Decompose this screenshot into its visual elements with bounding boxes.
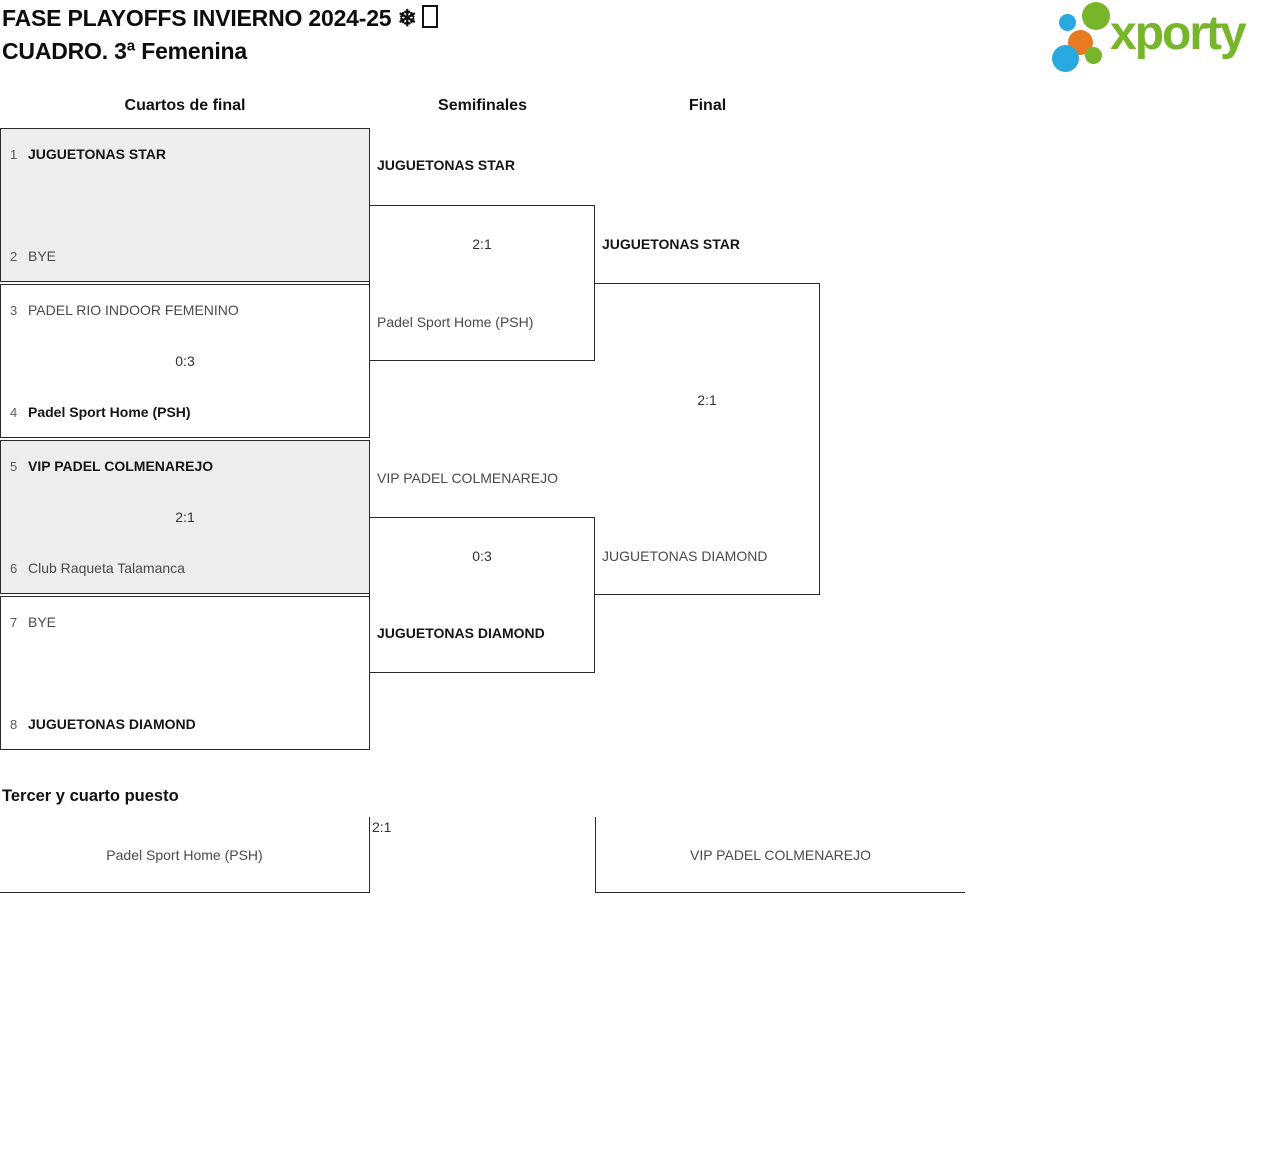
- team-name: VIP PADEL COLMENAREJO: [689, 846, 871, 863]
- team-name: Padel Sport Home (PSH): [106, 846, 263, 863]
- column-header-semifinales: Semifinales: [438, 97, 527, 114]
- logo-dot-green-large: [1082, 2, 1110, 30]
- final-match-box: [594, 283, 820, 595]
- seed-number: 7: [10, 614, 18, 630]
- logo-dot-blue-large: [1052, 45, 1079, 72]
- xporty-logo: xporty: [1048, 0, 1273, 78]
- team-entry: 4 Padel Sport Home (PSH): [1, 404, 369, 420]
- logo-wordmark: xporty: [1110, 7, 1247, 60]
- team-entry: 8 JUGUETONAS DIAMOND: [1, 716, 369, 732]
- title-line-2: CUADRO. 3ª Femenina: [2, 38, 247, 64]
- sf1-score: 2:1: [472, 236, 492, 252]
- sf2-score: 0:3: [472, 548, 492, 564]
- team-name: JUGUETONAS DIAMOND: [28, 716, 196, 732]
- seed-number: 4: [10, 404, 18, 420]
- quarterfinal-match-2: 3 PADEL RIO INDOOR FEMENINO 0:3 4 Padel …: [0, 284, 370, 438]
- sf1-team1-name: JUGUETONAS STAR: [377, 157, 515, 173]
- team-name: BYE: [28, 248, 57, 264]
- third-place-heading: Tercer y cuarto puesto: [2, 787, 179, 805]
- team-entry: 1 JUGUETONAS STAR: [1, 146, 369, 162]
- team-name: BYE: [28, 614, 57, 630]
- sf2-team1-name: VIP PADEL COLMENAREJO: [377, 470, 559, 486]
- team-name: Club Raqueta Talamanca: [28, 560, 185, 576]
- quarterfinal-match-4: 7 BYE 8 JUGUETONAS DIAMOND: [0, 596, 370, 750]
- sf2-team2-name: JUGUETONAS DIAMOND: [377, 625, 545, 641]
- match-score: 0:3: [175, 353, 195, 369]
- team-entry: 7 BYE: [1, 614, 369, 630]
- logo-dot-blue-small: [1059, 14, 1076, 31]
- final-score: 2:1: [697, 392, 717, 408]
- column-header-cuartos: Cuartos de final: [124, 97, 246, 114]
- title-line-1: FASE PLAYOFFS INVIERNO 2024-25 ❄: [2, 2, 438, 35]
- final-team1-name: JUGUETONAS STAR: [602, 236, 740, 252]
- quarterfinal-match-3: 5 VIP PADEL COLMENAREJO 2:1 6 Club Raque…: [0, 440, 370, 594]
- seed-number: 8: [10, 716, 18, 732]
- third-place-score: 2:1: [372, 819, 392, 835]
- seed-number: 2: [10, 248, 18, 264]
- logo-dot-green-small: [1085, 47, 1102, 64]
- missing-glyph-box: [421, 5, 438, 28]
- third-place-team1-box: Padel Sport Home (PSH): [0, 817, 370, 893]
- team-entry: 2 BYE: [1, 248, 369, 264]
- seed-number: 1: [10, 146, 18, 162]
- team-entry: 6 Club Raqueta Talamanca: [1, 560, 369, 576]
- semifinal-match-1-box: [369, 205, 595, 361]
- seed-number: 6: [10, 560, 18, 576]
- final-team2-name: JUGUETONAS DIAMOND: [602, 548, 768, 564]
- team-entry: 5 VIP PADEL COLMENAREJO: [1, 458, 369, 474]
- seed-number: 5: [10, 458, 18, 474]
- team-entry: 3 PADEL RIO INDOOR FEMENINO: [1, 302, 369, 318]
- team-name: VIP PADEL COLMENAREJO: [28, 458, 214, 474]
- team-name: JUGUETONAS STAR: [28, 146, 166, 162]
- page-title: FASE PLAYOFFS INVIERNO 2024-25 ❄ CUADRO.…: [2, 2, 438, 68]
- third-place-team2-box: VIP PADEL COLMENAREJO: [595, 817, 965, 893]
- sf1-team2-name: Padel Sport Home (PSH): [377, 314, 534, 330]
- seed-number: 3: [10, 302, 18, 318]
- quarterfinal-match-1: 1 JUGUETONAS STAR 2 BYE: [0, 128, 370, 282]
- semifinal-match-2-box: [369, 517, 595, 673]
- team-name: Padel Sport Home (PSH): [28, 404, 191, 420]
- match-score: 2:1: [175, 509, 195, 525]
- team-name: PADEL RIO INDOOR FEMENINO: [28, 302, 239, 318]
- column-header-final: Final: [688, 97, 727, 114]
